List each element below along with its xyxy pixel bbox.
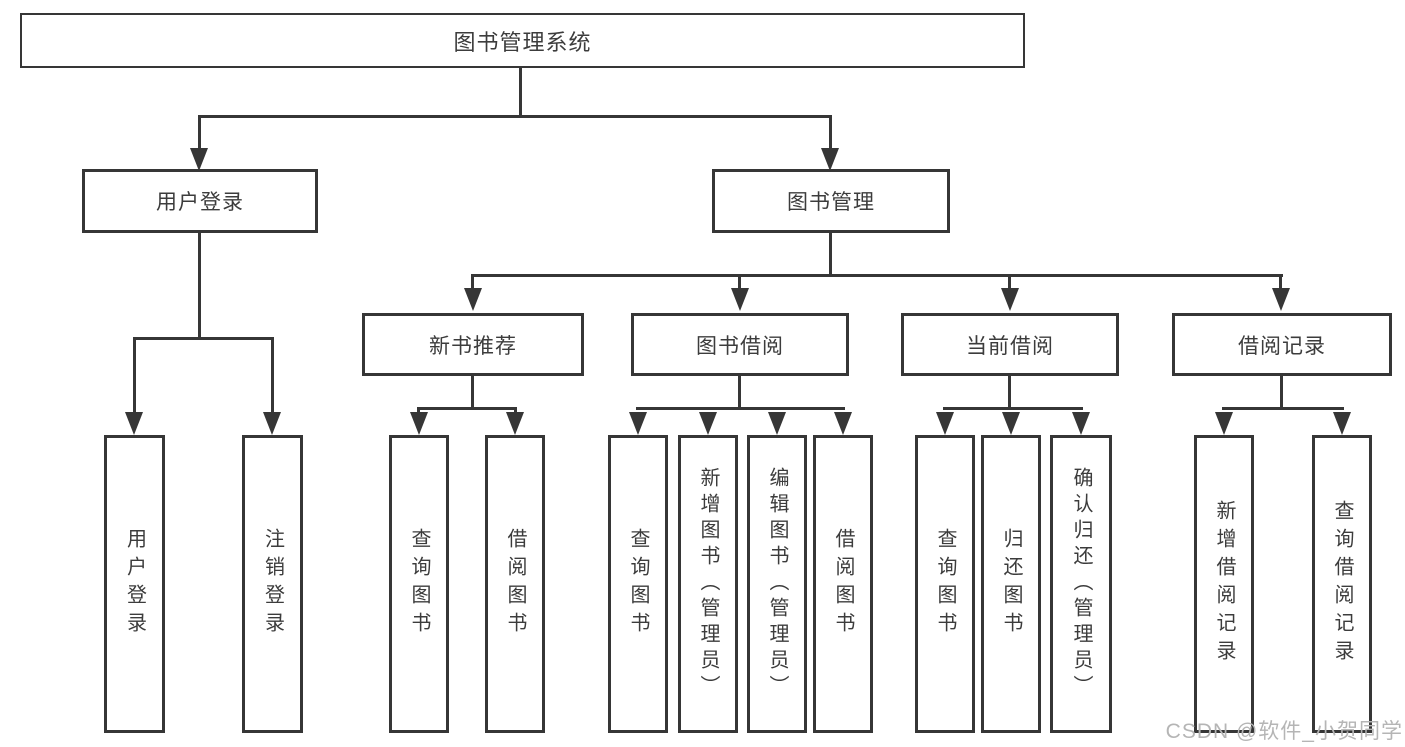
leaf-borrow-query-book: 查询图书 xyxy=(608,435,668,733)
node-root-label: 图书管理系统 xyxy=(453,29,592,55)
arrowhead-to-records xyxy=(1272,288,1290,311)
leaf-add-borrow-record: 新增借阅记录 xyxy=(1194,435,1254,733)
arrowhead-login-leaf1 xyxy=(125,412,143,435)
leaf-current-query-book-label: 查询图书 xyxy=(934,528,956,640)
node-current-borrow-label: 当前借阅 xyxy=(966,334,1054,358)
connector-records-branch xyxy=(1222,407,1344,410)
leaf-logout: 注销登录 xyxy=(242,435,303,733)
leaf-return-book: 归还图书 xyxy=(981,435,1041,733)
node-root: 图书管理系统 xyxy=(20,13,1025,68)
node-book-management: 图书管理 xyxy=(712,169,950,233)
connector-recommend-stem xyxy=(471,376,474,410)
leaf-return-book-label: 归还图书 xyxy=(1000,528,1022,640)
leaf-user-login: 用户登录 xyxy=(104,435,165,733)
arrowhead-rec-leaf1 xyxy=(410,412,428,435)
arrowhead-login-leaf2 xyxy=(263,412,281,435)
arrowhead-borrow-leaf3 xyxy=(768,412,786,435)
connector-login-branch xyxy=(133,337,274,340)
connector-drop-records xyxy=(1279,274,1282,290)
arrowhead-to-borrow xyxy=(731,288,749,311)
arrowhead-to-user-login xyxy=(190,148,208,171)
node-new-book-recommend: 新书推荐 xyxy=(362,313,584,376)
connector-drop-book-mgmt xyxy=(829,115,832,151)
arrowhead-current-leaf2 xyxy=(1002,412,1020,435)
arrowhead-records-leaf1 xyxy=(1215,412,1233,435)
connector-current-stem xyxy=(1008,376,1011,410)
arrowhead-rec-leaf2 xyxy=(506,412,524,435)
arrowhead-to-current xyxy=(1001,288,1019,311)
node-book-borrow-label: 图书借阅 xyxy=(696,334,784,358)
leaf-add-book-admin: 新增图书（管理员） xyxy=(678,435,738,733)
connector-drop-login-leaf1 xyxy=(133,337,136,414)
arrowhead-to-book-mgmt xyxy=(821,148,839,171)
connector-root-stem xyxy=(519,68,522,117)
node-user-login: 用户登录 xyxy=(82,169,318,233)
leaf-rec-borrow-book: 借阅图书 xyxy=(485,435,545,733)
leaf-add-book-admin-label: 新增图书（管理员） xyxy=(697,467,719,701)
arrowhead-to-recommend xyxy=(464,288,482,311)
leaf-query-borrow-record: 查询借阅记录 xyxy=(1312,435,1372,733)
leaf-confirm-return-admin-label: 确认归还（管理员） xyxy=(1070,467,1092,701)
leaf-user-login-label: 用户登录 xyxy=(123,528,146,640)
connector-level1-branch xyxy=(198,115,832,118)
node-book-borrow: 图书借阅 xyxy=(631,313,849,376)
node-current-borrow: 当前借阅 xyxy=(901,313,1119,376)
connector-drop-login xyxy=(198,115,201,151)
leaf-confirm-return-admin: 确认归还（管理员） xyxy=(1050,435,1112,733)
connector-drop-login-leaf2 xyxy=(271,337,274,414)
connector-mgmt-stem xyxy=(829,233,832,277)
leaf-logout-label: 注销登录 xyxy=(261,528,284,640)
connector-records-stem xyxy=(1280,376,1283,410)
leaf-query-borrow-record-label: 查询借阅记录 xyxy=(1331,500,1353,668)
connector-recommend-branch xyxy=(417,407,517,410)
connector-drop-recommend xyxy=(471,274,474,290)
node-new-book-recommend-label: 新书推荐 xyxy=(429,334,517,358)
connector-drop-current xyxy=(1008,274,1011,290)
leaf-current-query-book: 查询图书 xyxy=(915,435,975,733)
arrowhead-borrow-leaf1 xyxy=(629,412,647,435)
node-borrow-records: 借阅记录 xyxy=(1172,313,1392,376)
arrowhead-borrow-leaf4 xyxy=(834,412,852,435)
arrowhead-current-leaf3 xyxy=(1072,412,1090,435)
leaf-borrow-query-book-label: 查询图书 xyxy=(627,528,649,640)
csdn-watermark: CSDN @软件_小贺同学 xyxy=(1165,720,1403,743)
arrowhead-borrow-leaf2 xyxy=(699,412,717,435)
leaf-rec-query-book: 查询图书 xyxy=(389,435,449,733)
leaf-add-borrow-record-label: 新增借阅记录 xyxy=(1213,500,1235,668)
node-book-management-label: 图书管理 xyxy=(787,191,875,214)
leaf-borrow-book-label: 借阅图书 xyxy=(832,528,854,640)
arrowhead-current-leaf1 xyxy=(936,412,954,435)
connector-current-branch xyxy=(943,407,1083,410)
connector-borrow-branch xyxy=(636,407,845,410)
leaf-edit-book-admin-label: 编辑图书（管理员） xyxy=(766,467,788,701)
connector-level3-branch xyxy=(471,274,1283,277)
arrowhead-records-leaf2 xyxy=(1333,412,1351,435)
connector-borrow-stem xyxy=(738,376,741,410)
leaf-rec-query-book-label: 查询图书 xyxy=(408,528,430,640)
leaf-edit-book-admin: 编辑图书（管理员） xyxy=(747,435,807,733)
node-borrow-records-label: 借阅记录 xyxy=(1238,334,1326,358)
leaf-borrow-book: 借阅图书 xyxy=(813,435,873,733)
leaf-rec-borrow-book-label: 借阅图书 xyxy=(504,528,526,640)
connector-login-stem xyxy=(198,233,201,339)
connector-drop-borrow xyxy=(738,274,741,290)
node-user-login-label: 用户登录 xyxy=(156,191,244,214)
